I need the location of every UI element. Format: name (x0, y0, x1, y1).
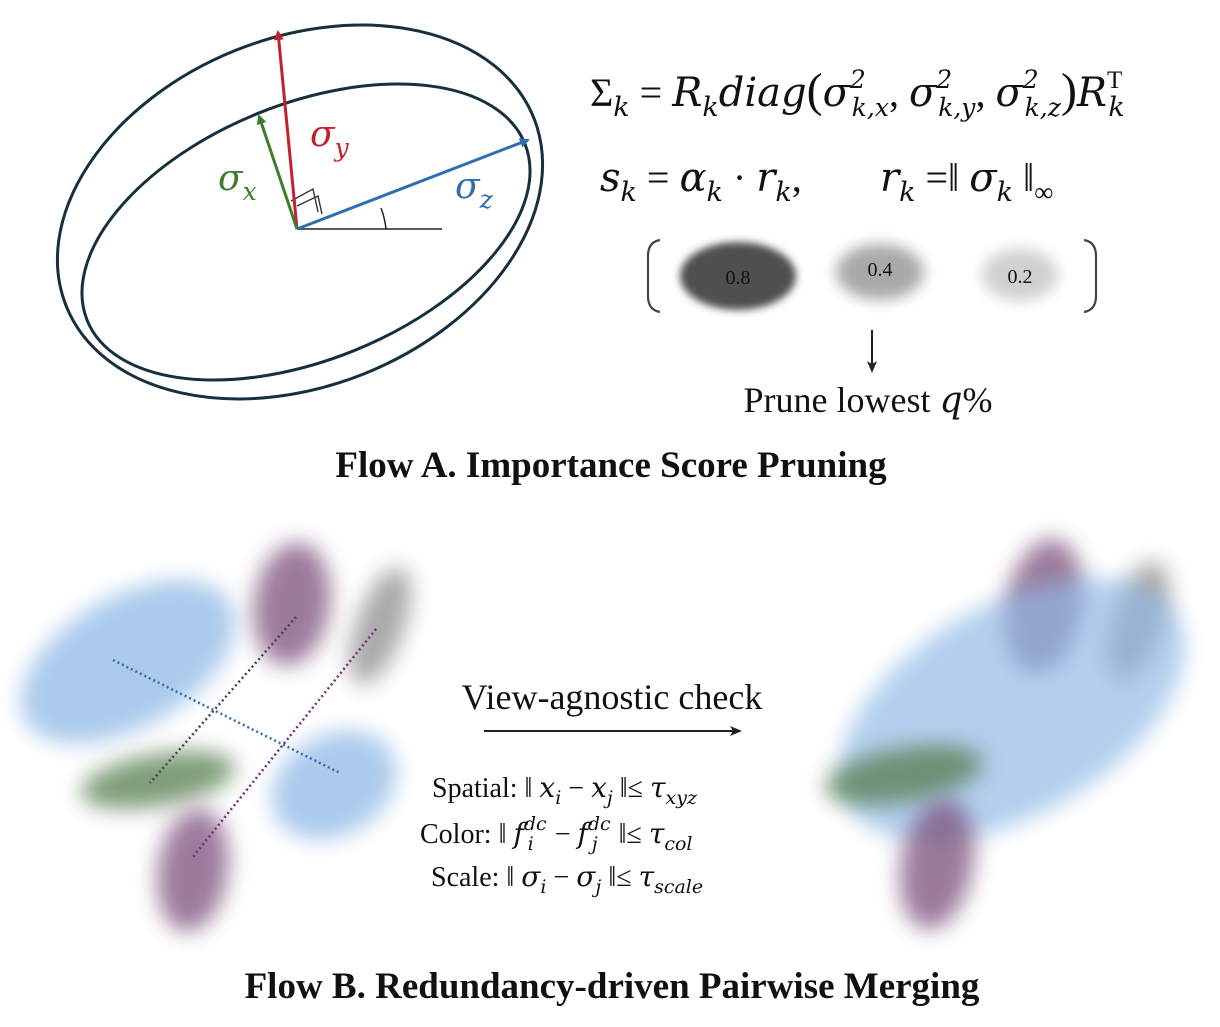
score-chip-mid (836, 244, 924, 300)
right-angle-mark-icon (290, 187, 323, 215)
svg-text:sk = αk · rk,: sk = αk · rk, (600, 155, 802, 208)
gaussian-green (825, 744, 983, 806)
check-label: View-agnostic check (462, 677, 763, 717)
dotted-link-blue (112, 658, 341, 775)
axis-z-arrow (296, 138, 530, 231)
axis-z-label: σz (455, 166, 494, 214)
flow-a-title: Flow A. Importance Score Pruning (335, 445, 887, 486)
left-bracket-icon (646, 238, 661, 314)
gaussians-after (825, 538, 1185, 930)
score-chip-low (982, 249, 1058, 301)
score-chip-label: 0.2 (1008, 266, 1033, 288)
score-chip-label: 0.8 (726, 267, 751, 289)
gaussian-purple (157, 808, 229, 932)
axis-x-arrow (256, 114, 299, 230)
flow-b-title: Flow B. Redundancy-driven Pairwise Mergi… (245, 966, 980, 1007)
svg-text:rk =‖ σk ‖∞: rk =‖ σk ‖∞ (880, 155, 1053, 208)
angle-arc-icon (380, 207, 387, 230)
spatial-criterion: Spatial: ‖ xi − xj ‖≤ τxyz (432, 771, 698, 809)
scale-criterion: Scale: ‖ σi − σj ‖≤ τscale (431, 860, 703, 898)
axis-y-arrow (273, 30, 299, 230)
gaussian-gray (349, 567, 411, 685)
right-bracket-icon (1083, 238, 1098, 314)
gaussian-blue (271, 730, 397, 840)
gaussian-green (81, 751, 235, 809)
svg-text:Σk = Rkdiag(σ2k,x, σ2k,y, σ2k,: Σk = Rkdiag(σ2k,x, σ2k,y, σ2k,z)RTk (590, 64, 1125, 123)
gaussian-purple (899, 798, 975, 930)
score-equation: sk = αk · rk, rk =‖ σk ‖∞ (600, 155, 1053, 208)
dotted-link-purple (191, 628, 377, 859)
ellipsoid-outer (55, 23, 545, 401)
axis-x-label: σx (218, 158, 257, 206)
score-vector: 0.8 0.4 0.2 (646, 238, 1098, 314)
gaussian-blue (20, 580, 236, 744)
score-chip-high (680, 242, 796, 310)
ellipsoid-inner (80, 82, 532, 382)
score-chip-label: 0.4 (868, 259, 893, 281)
gaussian-purple (253, 542, 331, 666)
ellipsoid-figure: σy σx σz (55, 23, 545, 401)
prune-label: Prune lowest q% (743, 380, 992, 421)
gaussians-before (20, 542, 411, 932)
axis-y-label: σy (310, 114, 350, 162)
dotted-link-gray (149, 616, 297, 784)
